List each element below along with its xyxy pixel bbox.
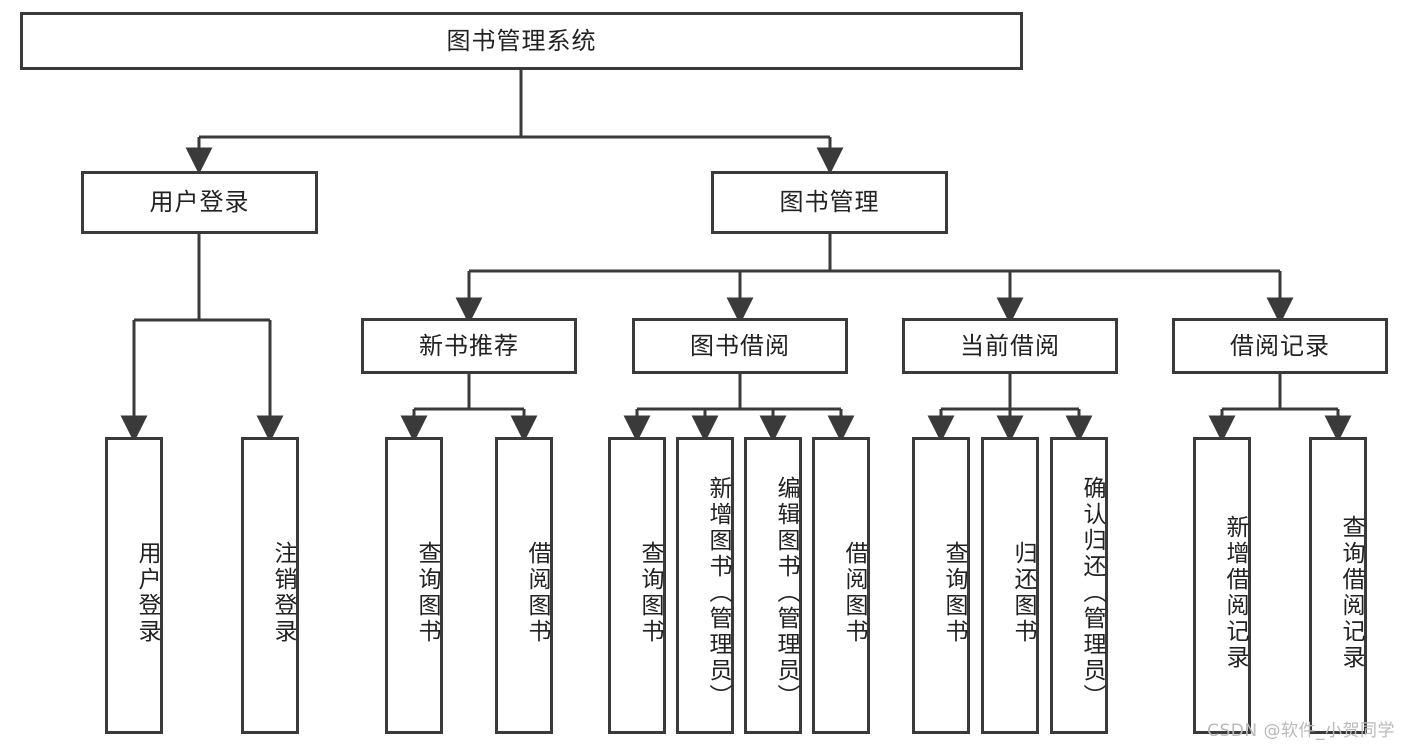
node-leaf-query-book-2[interactable]: 查询图书	[608, 437, 666, 734]
node-leaf-user-login-label: 用户登录	[134, 540, 160, 645]
node-leaf-add-record[interactable]: 新增借阅记录	[1193, 437, 1251, 734]
node-leaf-user-logout-label: 注销登录	[270, 540, 296, 645]
node-leaf-query-book-3-label: 查询图书	[941, 540, 967, 645]
node-new-book-recommend[interactable]: 新书推荐	[361, 318, 577, 374]
node-leaf-return-book[interactable]: 归还图书	[981, 437, 1039, 734]
node-leaf-return-book-label: 归还图书	[1010, 540, 1036, 645]
node-current-borrow-label: 当前借阅	[960, 331, 1060, 360]
node-book-borrow-label: 图书借阅	[690, 331, 790, 360]
node-leaf-user-logout[interactable]: 注销登录	[241, 437, 299, 734]
node-leaf-query-record-label: 查询借阅记录	[1338, 514, 1364, 671]
node-root-system-label: 图书管理系统	[446, 26, 597, 55]
node-leaf-borrow-book-1-label: 借阅图书	[524, 540, 550, 645]
node-leaf-add-record-label: 新增借阅记录	[1222, 514, 1248, 671]
node-leaf-borrow-book-2-label: 借阅图书	[841, 540, 867, 645]
node-leaf-edit-book[interactable]: 编辑图书（管理员）	[744, 437, 802, 734]
node-leaf-borrow-book-2[interactable]: 借阅图书	[812, 437, 870, 734]
node-root-system[interactable]: 图书管理系统	[20, 12, 1023, 70]
node-borrow-record[interactable]: 借阅记录	[1172, 318, 1388, 374]
node-leaf-confirm-return-label: 确认归还（管理员）	[1079, 475, 1105, 710]
node-leaf-query-book-1-label: 查询图书	[414, 540, 440, 645]
node-book-borrow[interactable]: 图书借阅	[632, 318, 848, 374]
node-leaf-add-book-label: 新增图书（管理员）	[705, 475, 731, 710]
node-borrow-record-label: 借阅记录	[1230, 331, 1330, 360]
watermark-text: CSDN @软件_小贺同学	[1207, 721, 1395, 741]
node-book-manage[interactable]: 图书管理	[711, 171, 948, 234]
node-leaf-query-book-1[interactable]: 查询图书	[385, 437, 443, 734]
node-leaf-confirm-return[interactable]: 确认归还（管理员）	[1050, 437, 1108, 734]
node-book-manage-label: 图书管理	[779, 188, 880, 217]
node-leaf-query-book-2-label: 查询图书	[637, 540, 663, 645]
node-new-book-recommend-label: 新书推荐	[419, 331, 519, 360]
node-leaf-add-book[interactable]: 新增图书（管理员）	[676, 437, 734, 734]
node-leaf-user-login[interactable]: 用户登录	[105, 437, 163, 734]
node-leaf-query-record[interactable]: 查询借阅记录	[1309, 437, 1367, 734]
node-leaf-query-book-3[interactable]: 查询图书	[912, 437, 970, 734]
node-current-borrow[interactable]: 当前借阅	[902, 318, 1118, 374]
node-user-login[interactable]: 用户登录	[81, 171, 318, 234]
node-leaf-borrow-book-1[interactable]: 借阅图书	[495, 437, 553, 734]
node-leaf-edit-book-label: 编辑图书（管理员）	[773, 475, 799, 710]
node-user-login-label: 用户登录	[149, 188, 250, 217]
